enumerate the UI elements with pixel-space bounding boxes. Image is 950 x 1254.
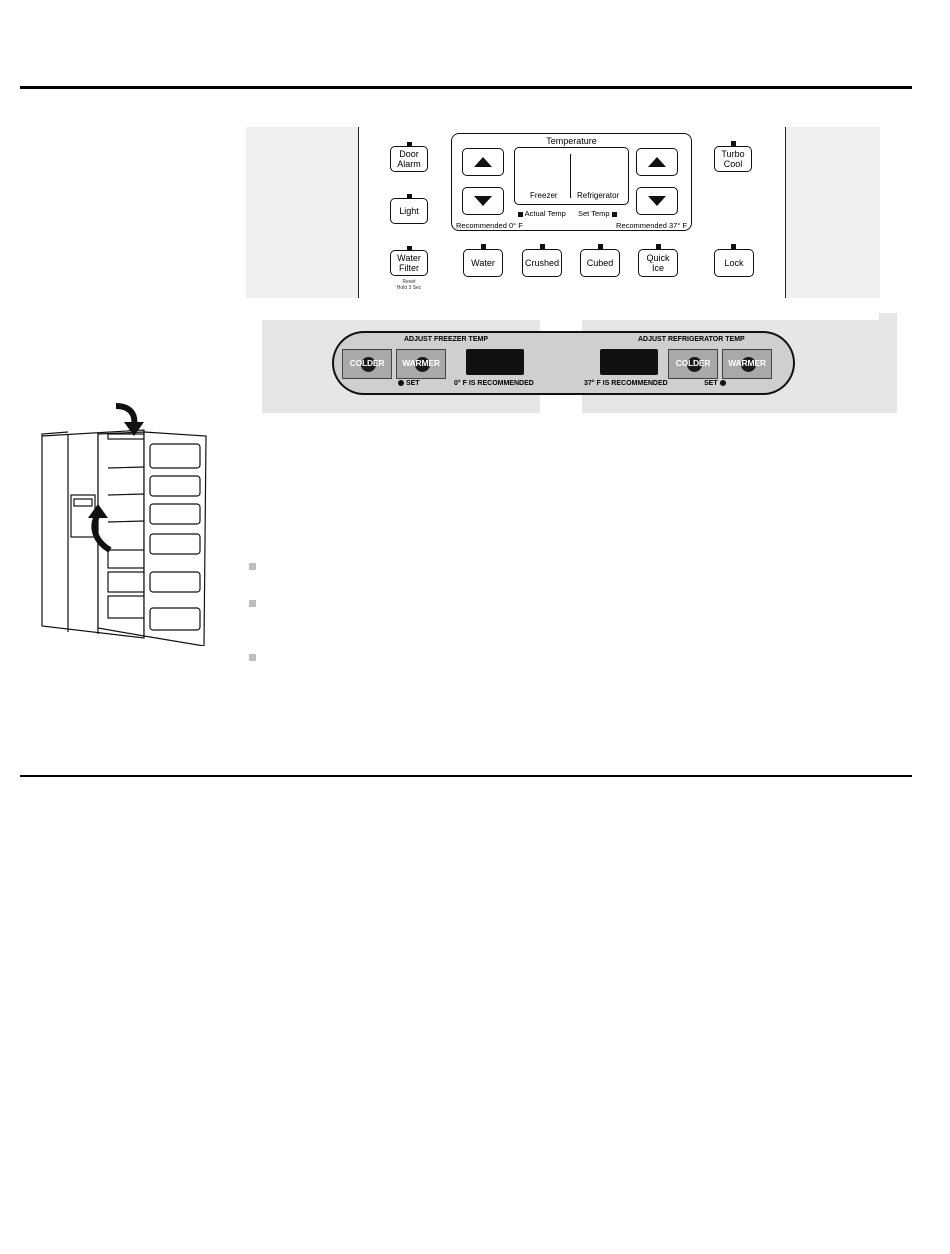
temperature-display: Freezer Refrigerator: [514, 147, 629, 205]
adjust-freezer-panel: ADJUST FREEZER TEMP COLDER WARMER SET 0°…: [262, 320, 562, 413]
refrigerator-set-label: SET: [704, 380, 718, 387]
freezer-warmer-label: WARMER: [402, 358, 440, 368]
dispenser-control-panel: Door Alarm Light Water Filter Reset Hold…: [246, 127, 880, 298]
button-dot-icon: [415, 357, 430, 372]
freezer-up-button[interactable]: [462, 148, 504, 176]
panel-left-side: [246, 127, 359, 298]
cubed-indicator: [598, 244, 603, 249]
square-indicator-icon: [518, 211, 523, 217]
strip-notch: [879, 313, 897, 321]
button-dot-icon: [687, 357, 702, 372]
crushed-button[interactable]: Crushed: [522, 249, 562, 277]
arrow-up-icon: [474, 157, 492, 167]
display-divider: [570, 154, 571, 198]
button-dot-icon: [741, 357, 756, 372]
refrigerator-warmer-label: WARMER: [728, 358, 766, 368]
refrigerator-control-pill: ADJUST REFRIGERATOR TEMP COLDER WARMER 3…: [562, 331, 795, 395]
door-alarm-indicator: [407, 142, 412, 147]
refrigerator-down-button[interactable]: [636, 187, 678, 215]
freezer-set-label: SET: [405, 380, 420, 387]
quick-ice-indicator: [656, 244, 661, 249]
refrigerator-warmer-button[interactable]: WARMER: [722, 349, 772, 379]
freezer-label: Freezer: [530, 191, 558, 200]
arrow-up-icon: [648, 157, 666, 167]
refrigerator-temp-display: [600, 349, 658, 375]
set-temp-indicator: Set Temp: [578, 209, 617, 218]
recommended-freezer-text: Recommended 0° F: [456, 221, 523, 230]
temperature-panel: Temperature Freezer Refrigerator Actual …: [451, 133, 692, 231]
refrigerator-colder-button[interactable]: COLDER: [668, 349, 718, 379]
turbo-cool-indicator: [731, 141, 736, 146]
water-button[interactable]: Water: [463, 249, 503, 277]
refrigerator-up-button[interactable]: [636, 148, 678, 176]
freezer-down-button[interactable]: [462, 187, 504, 215]
set-dot-icon: [398, 380, 404, 387]
door-alarm-button[interactable]: Door Alarm: [390, 146, 428, 172]
refrigerator-label: Refrigerator: [577, 191, 620, 200]
freezer-warmer-button[interactable]: WARMER: [396, 349, 446, 379]
freezer-colder-button[interactable]: COLDER: [342, 349, 392, 379]
bullet-marker-1: [249, 563, 256, 570]
freezer-recommended-text: 0° F IS RECOMMENDED: [454, 380, 534, 387]
refrigerator-colder-label: COLDER: [675, 358, 711, 368]
water-filter-button[interactable]: Water Filter: [390, 250, 428, 276]
adjust-refrigerator-title: ADJUST REFRIGERATOR TEMP: [638, 336, 745, 343]
crushed-indicator: [540, 244, 545, 249]
freezer-colder-label: COLDER: [349, 358, 385, 368]
refrigerator-recommended-text: 37° F IS RECOMMENDED: [584, 380, 668, 387]
quick-ice-button[interactable]: Quick Ice: [638, 249, 678, 277]
water-indicator: [481, 244, 486, 249]
arrow-down-icon: [474, 196, 492, 206]
adjust-refrigerator-panel: ADJUST REFRIGERATOR TEMP COLDER WARMER 3…: [562, 320, 897, 413]
lock-indicator: [731, 244, 736, 249]
top-rule: [20, 86, 912, 89]
set-dot-icon: [719, 380, 726, 387]
actual-temp-label: Actual Temp: [524, 209, 566, 218]
temperature-title: Temperature: [546, 136, 597, 146]
refrigerator-illustration: [41, 403, 207, 646]
freezer-control-pill: ADJUST FREEZER TEMP COLDER WARMER SET 0°…: [332, 331, 562, 395]
light-indicator: [407, 194, 412, 199]
turbo-cool-button[interactable]: Turbo Cool: [714, 146, 752, 172]
freezer-temp-display: [466, 349, 524, 375]
water-filter-indicator: [407, 246, 412, 251]
freezer-set-indicator: SET: [398, 380, 420, 387]
light-button[interactable]: Light: [390, 198, 428, 224]
set-temp-label: Set Temp: [578, 209, 610, 218]
lock-button[interactable]: Lock: [714, 249, 754, 277]
button-dot-icon: [361, 357, 376, 372]
bullet-marker-2: [249, 600, 256, 607]
bottom-rule: [20, 775, 912, 777]
cubed-button[interactable]: Cubed: [580, 249, 620, 277]
refrigerator-set-indicator: SET: [704, 380, 726, 387]
actual-temp-indicator: Actual Temp: [518, 209, 566, 218]
panel-right-side: [785, 127, 880, 298]
square-indicator-icon: [611, 211, 617, 217]
bullet-marker-3: [249, 654, 256, 661]
recommended-refrigerator-text: Recommended 37° F: [616, 221, 687, 230]
arrow-down-icon: [648, 196, 666, 206]
adjust-freezer-title: ADJUST FREEZER TEMP: [404, 336, 489, 343]
water-filter-reset-note: Reset Hold 3 Sec: [396, 279, 422, 291]
